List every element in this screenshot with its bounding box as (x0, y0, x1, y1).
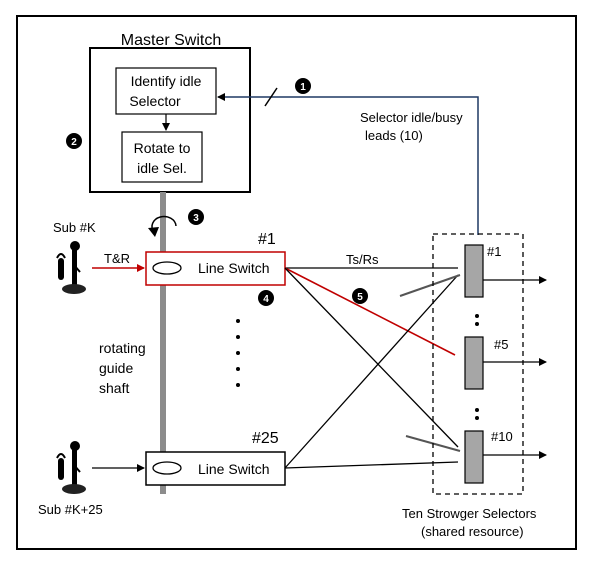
step-2-badge: 2 (66, 133, 82, 149)
leads-label-line2: leads (10) (365, 128, 423, 143)
selector-ellipsis-upper (475, 314, 479, 326)
master-switch-title: Master Switch (121, 32, 221, 49)
selector-10 (464, 430, 484, 484)
line-switch-ellipsis (236, 319, 240, 387)
line-switch-25-number: #25 (252, 430, 279, 447)
step-1-badge: 1 (295, 78, 311, 94)
rotating-guide-shaft (160, 192, 166, 494)
identify-idle-line2: Selector (129, 93, 181, 109)
rotate-box (121, 131, 203, 183)
selector-wiper-1 (399, 274, 461, 297)
leads-label-line1: Selector idle/busy (360, 110, 463, 125)
shaft-label-2: guide (99, 360, 133, 376)
selectors-caption-line2: (shared resource) (421, 524, 524, 539)
outer-frame (16, 15, 577, 550)
ls1-to-sel5-red (284, 267, 456, 356)
selector-ellipsis-lower (475, 408, 479, 420)
selector-5-label: #5 (494, 337, 508, 352)
line-switch-1-number: #1 (258, 231, 276, 248)
line-switch-25-wiper-icon (152, 461, 182, 475)
identify-idle-line1: Identify idle (131, 73, 202, 89)
line-switch-1-wiper-icon (152, 261, 182, 275)
svg-text:1: 1 (300, 82, 306, 93)
ls1-to-sel10 (284, 267, 459, 448)
svg-text:4: 4 (263, 294, 269, 305)
identify-idle-box (115, 67, 217, 115)
subscriber-top-label: Sub #K (53, 220, 96, 235)
leads-bus-tick (264, 87, 278, 107)
ls25-to-sel1 (284, 274, 459, 469)
selector-10-label: #10 (491, 429, 513, 444)
step-4-badge: 4 (258, 290, 274, 306)
step-3-badge: 3 (188, 209, 204, 225)
tsrs-label: Ts/Rs (346, 252, 379, 267)
line-switch-1-label: Line Switch (198, 260, 270, 276)
candlestick-phone-bottom-icon (56, 441, 86, 494)
svg-text:2: 2 (71, 137, 77, 148)
shaft-label-3: shaft (99, 380, 129, 396)
svg-text:5: 5 (357, 292, 363, 303)
selectors-caption-line1: Ten Strowger Selectors (402, 506, 537, 521)
step-5-badge: 5 (352, 288, 368, 304)
selector-1 (464, 244, 484, 298)
rotate-line1: Rotate to (134, 140, 191, 156)
tr-label: T&R (104, 251, 130, 266)
shaft-label-1: rotating (99, 340, 146, 356)
line-switch-25-label: Line Switch (198, 461, 270, 477)
selectors-dashed-box (432, 233, 524, 495)
ls25-to-sel10 (284, 461, 459, 469)
line-switch-25-box (145, 451, 286, 486)
rotation-arrow-head-icon (148, 227, 159, 237)
svg-text:3: 3 (193, 213, 199, 224)
subscriber-bottom-label: Sub #K+25 (38, 502, 103, 517)
rotate-line2: idle Sel. (137, 160, 187, 176)
candlestick-phone-top-icon (56, 241, 86, 294)
selector-5 (464, 336, 484, 390)
selector-1-label: #1 (487, 244, 501, 259)
idle-busy-leads (217, 93, 479, 235)
